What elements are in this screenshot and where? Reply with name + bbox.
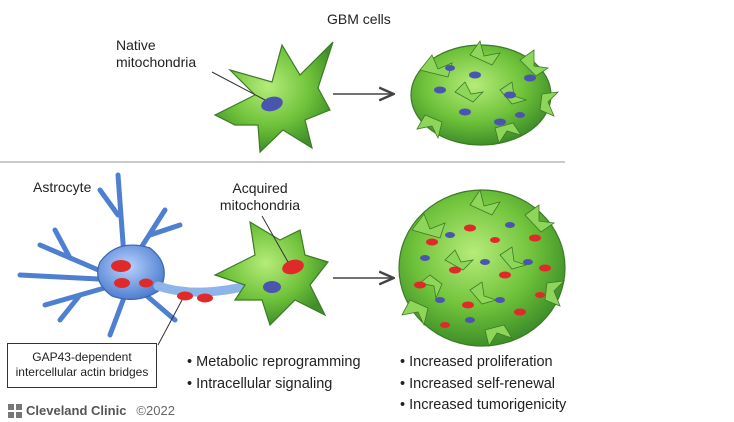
acquired-mito-label: Acquired mitochondria xyxy=(219,180,301,213)
acquired-mitochondrion xyxy=(282,259,304,275)
actin-bridge-label: GAP43-dependent intercellular actin brid… xyxy=(7,343,157,388)
astrocyte-label: Astrocyte xyxy=(33,179,92,195)
cleveland-clinic-logo-icon xyxy=(8,403,22,418)
copyright: ©2022 xyxy=(136,403,175,418)
effect-item: Metabolic reprogramming xyxy=(187,352,360,374)
effect-item: Increased proliferation xyxy=(400,352,566,374)
gbm-tumor-cluster-top xyxy=(410,40,560,146)
effect-item: Increased tumorigenicity xyxy=(400,395,566,417)
brand-footer: Cleveland Clinic ©2022 xyxy=(8,403,175,418)
native-mitochondrion xyxy=(261,96,283,112)
effects-left-list: Metabolic reprogramming Intracellular si… xyxy=(187,352,361,396)
effect-item: Increased self-renewal xyxy=(400,374,566,396)
acquired-mito-pointer xyxy=(261,215,289,263)
brand-name: Cleveland Clinic xyxy=(26,403,127,418)
native-mito-label: Native mitochondria xyxy=(116,37,197,70)
effects-right-list: Increased proliferation Increased self-r… xyxy=(400,352,566,417)
gbm-tumor-cluster-bottom xyxy=(398,189,566,348)
native-mito-pointer xyxy=(211,71,266,101)
effect-item: Intracellular signaling xyxy=(187,374,361,396)
astrocyte-cell xyxy=(17,172,183,338)
bridge-pointer xyxy=(157,299,183,346)
gbm-cells-label: GBM cells xyxy=(327,11,391,27)
gbm-cell-acquired xyxy=(213,220,330,327)
gbm-cell-native xyxy=(213,41,334,154)
